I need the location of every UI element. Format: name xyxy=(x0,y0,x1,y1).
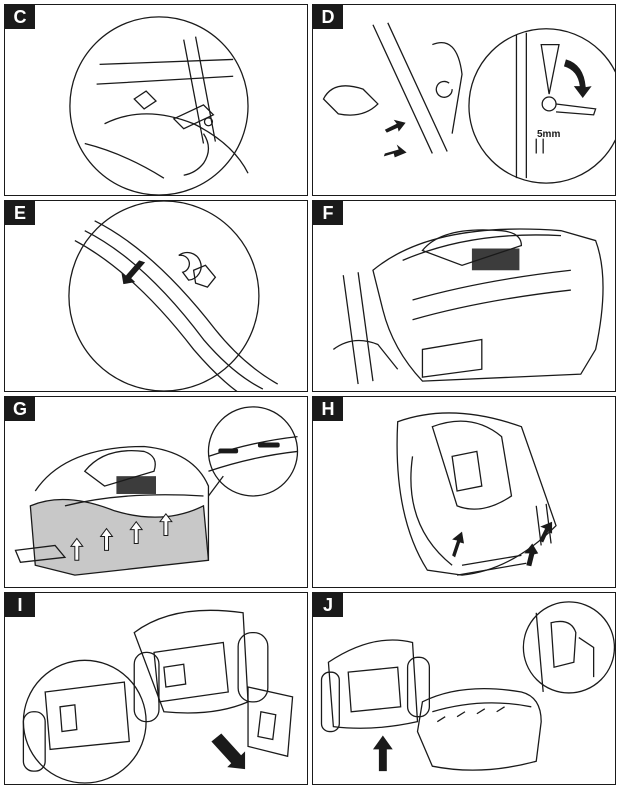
panel-g: G xyxy=(4,396,308,588)
panel-j-label: J xyxy=(313,593,343,617)
panel-i: I xyxy=(4,592,308,785)
panel-c: C xyxy=(4,4,308,196)
cable-clip-illustration xyxy=(68,201,279,391)
panel-f-label: F xyxy=(313,201,343,225)
fit-grass-box-illustration xyxy=(320,601,615,772)
height-adjust-illustration xyxy=(322,22,615,184)
panel-g-label: G xyxy=(5,397,35,421)
dimension-label: 5mm xyxy=(537,129,561,140)
panel-d: D 5mm xyxy=(312,4,616,196)
panel-f: F xyxy=(312,200,616,392)
grass-box-removal-illustration xyxy=(396,412,557,576)
panel-h: H xyxy=(312,396,616,588)
panel-h-label: H xyxy=(313,397,343,421)
panel-e: E xyxy=(4,200,308,392)
panel-c-label: C xyxy=(5,5,35,29)
panel-d-label: D xyxy=(313,5,343,29)
panel-i-label: I xyxy=(5,593,35,617)
handle-clamp-illustration xyxy=(69,16,249,195)
grass-box-assembly-illustration xyxy=(332,228,604,385)
remove-grass-box-illustration xyxy=(22,609,294,784)
panel-j: J xyxy=(312,592,616,785)
panel-e-label: E xyxy=(5,201,35,225)
grass-box-clip-illustration xyxy=(14,406,299,576)
